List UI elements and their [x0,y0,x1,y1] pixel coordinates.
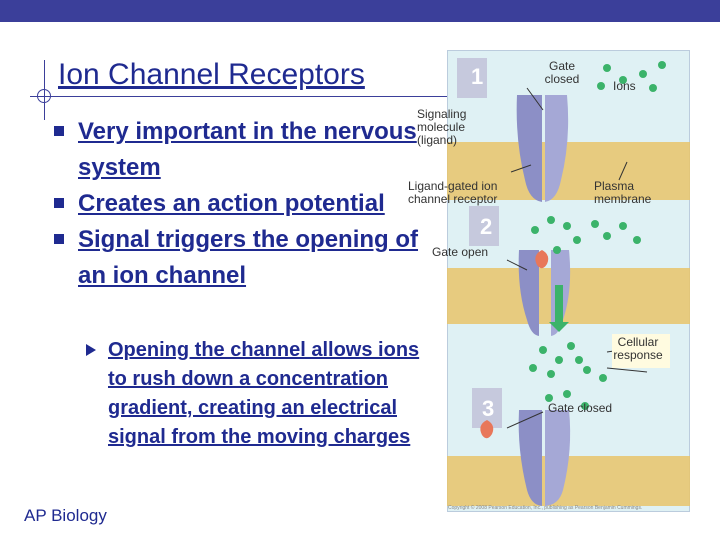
square-bullet-icon [54,198,64,208]
bullet-item: Very important in the nervous system [48,114,438,186]
step2-badge [469,206,499,246]
ion-channel-3 [518,410,571,506]
cellular-response-box [612,334,670,368]
label-gate-closed-bottom: Gate closed [548,401,613,415]
step-number-3: 3 [482,396,495,421]
step-number-1: 1 [471,64,484,89]
bullet-list: Very important in the nervous system Cre… [48,114,438,294]
footer-course-name: AP Biology [24,506,107,525]
square-bullet-icon [54,126,64,136]
ligand-shape [480,420,494,439]
label-gate-closed-top: Gate closed [544,59,580,86]
label-plasma-membrane: Plasma membrane [594,179,652,206]
label-ions: Ions [613,79,636,93]
label-gate-open: Gate open [432,245,489,259]
ion-channel-diagram [447,58,690,506]
label-ligand-gated-receptor: Ligand-gated ion channel receptor [408,179,498,206]
crosshair-icon [37,89,51,103]
ion-channel-2 [518,250,571,336]
label-signaling-molecule: Signaling molecule (ligand) [417,107,467,147]
ion-channel-1 [516,95,569,202]
slide-top-bar [0,0,720,22]
plasma-membrane-1 [447,142,690,200]
ions-group [529,61,666,410]
label-cellular-response: Cellular response [613,335,663,362]
square-bullet-icon [54,234,64,244]
bullet-item: Creates an action potential [48,186,438,222]
callout-lines [506,87,648,429]
step1-badge [457,58,487,98]
plasma-membrane-3 [447,456,690,506]
decor-horizontal-line [30,96,450,97]
figure-copyright: Copyright © 2008 Pearson Education, Inc.… [448,505,643,511]
ligand-shape [535,250,549,269]
sub-bullet-item: Opening the channel allows ions to rush … [86,336,431,452]
ion-flow-arrow [555,285,563,323]
slide-title: Ion Channel Receptors [58,58,365,91]
triangle-bullet-icon [86,344,96,356]
sub-bullet-list: Opening the channel allows ions to rush … [86,336,431,452]
bullet-item: Signal triggers the opening of an ion ch… [48,222,438,294]
step-number-2: 2 [480,214,493,239]
